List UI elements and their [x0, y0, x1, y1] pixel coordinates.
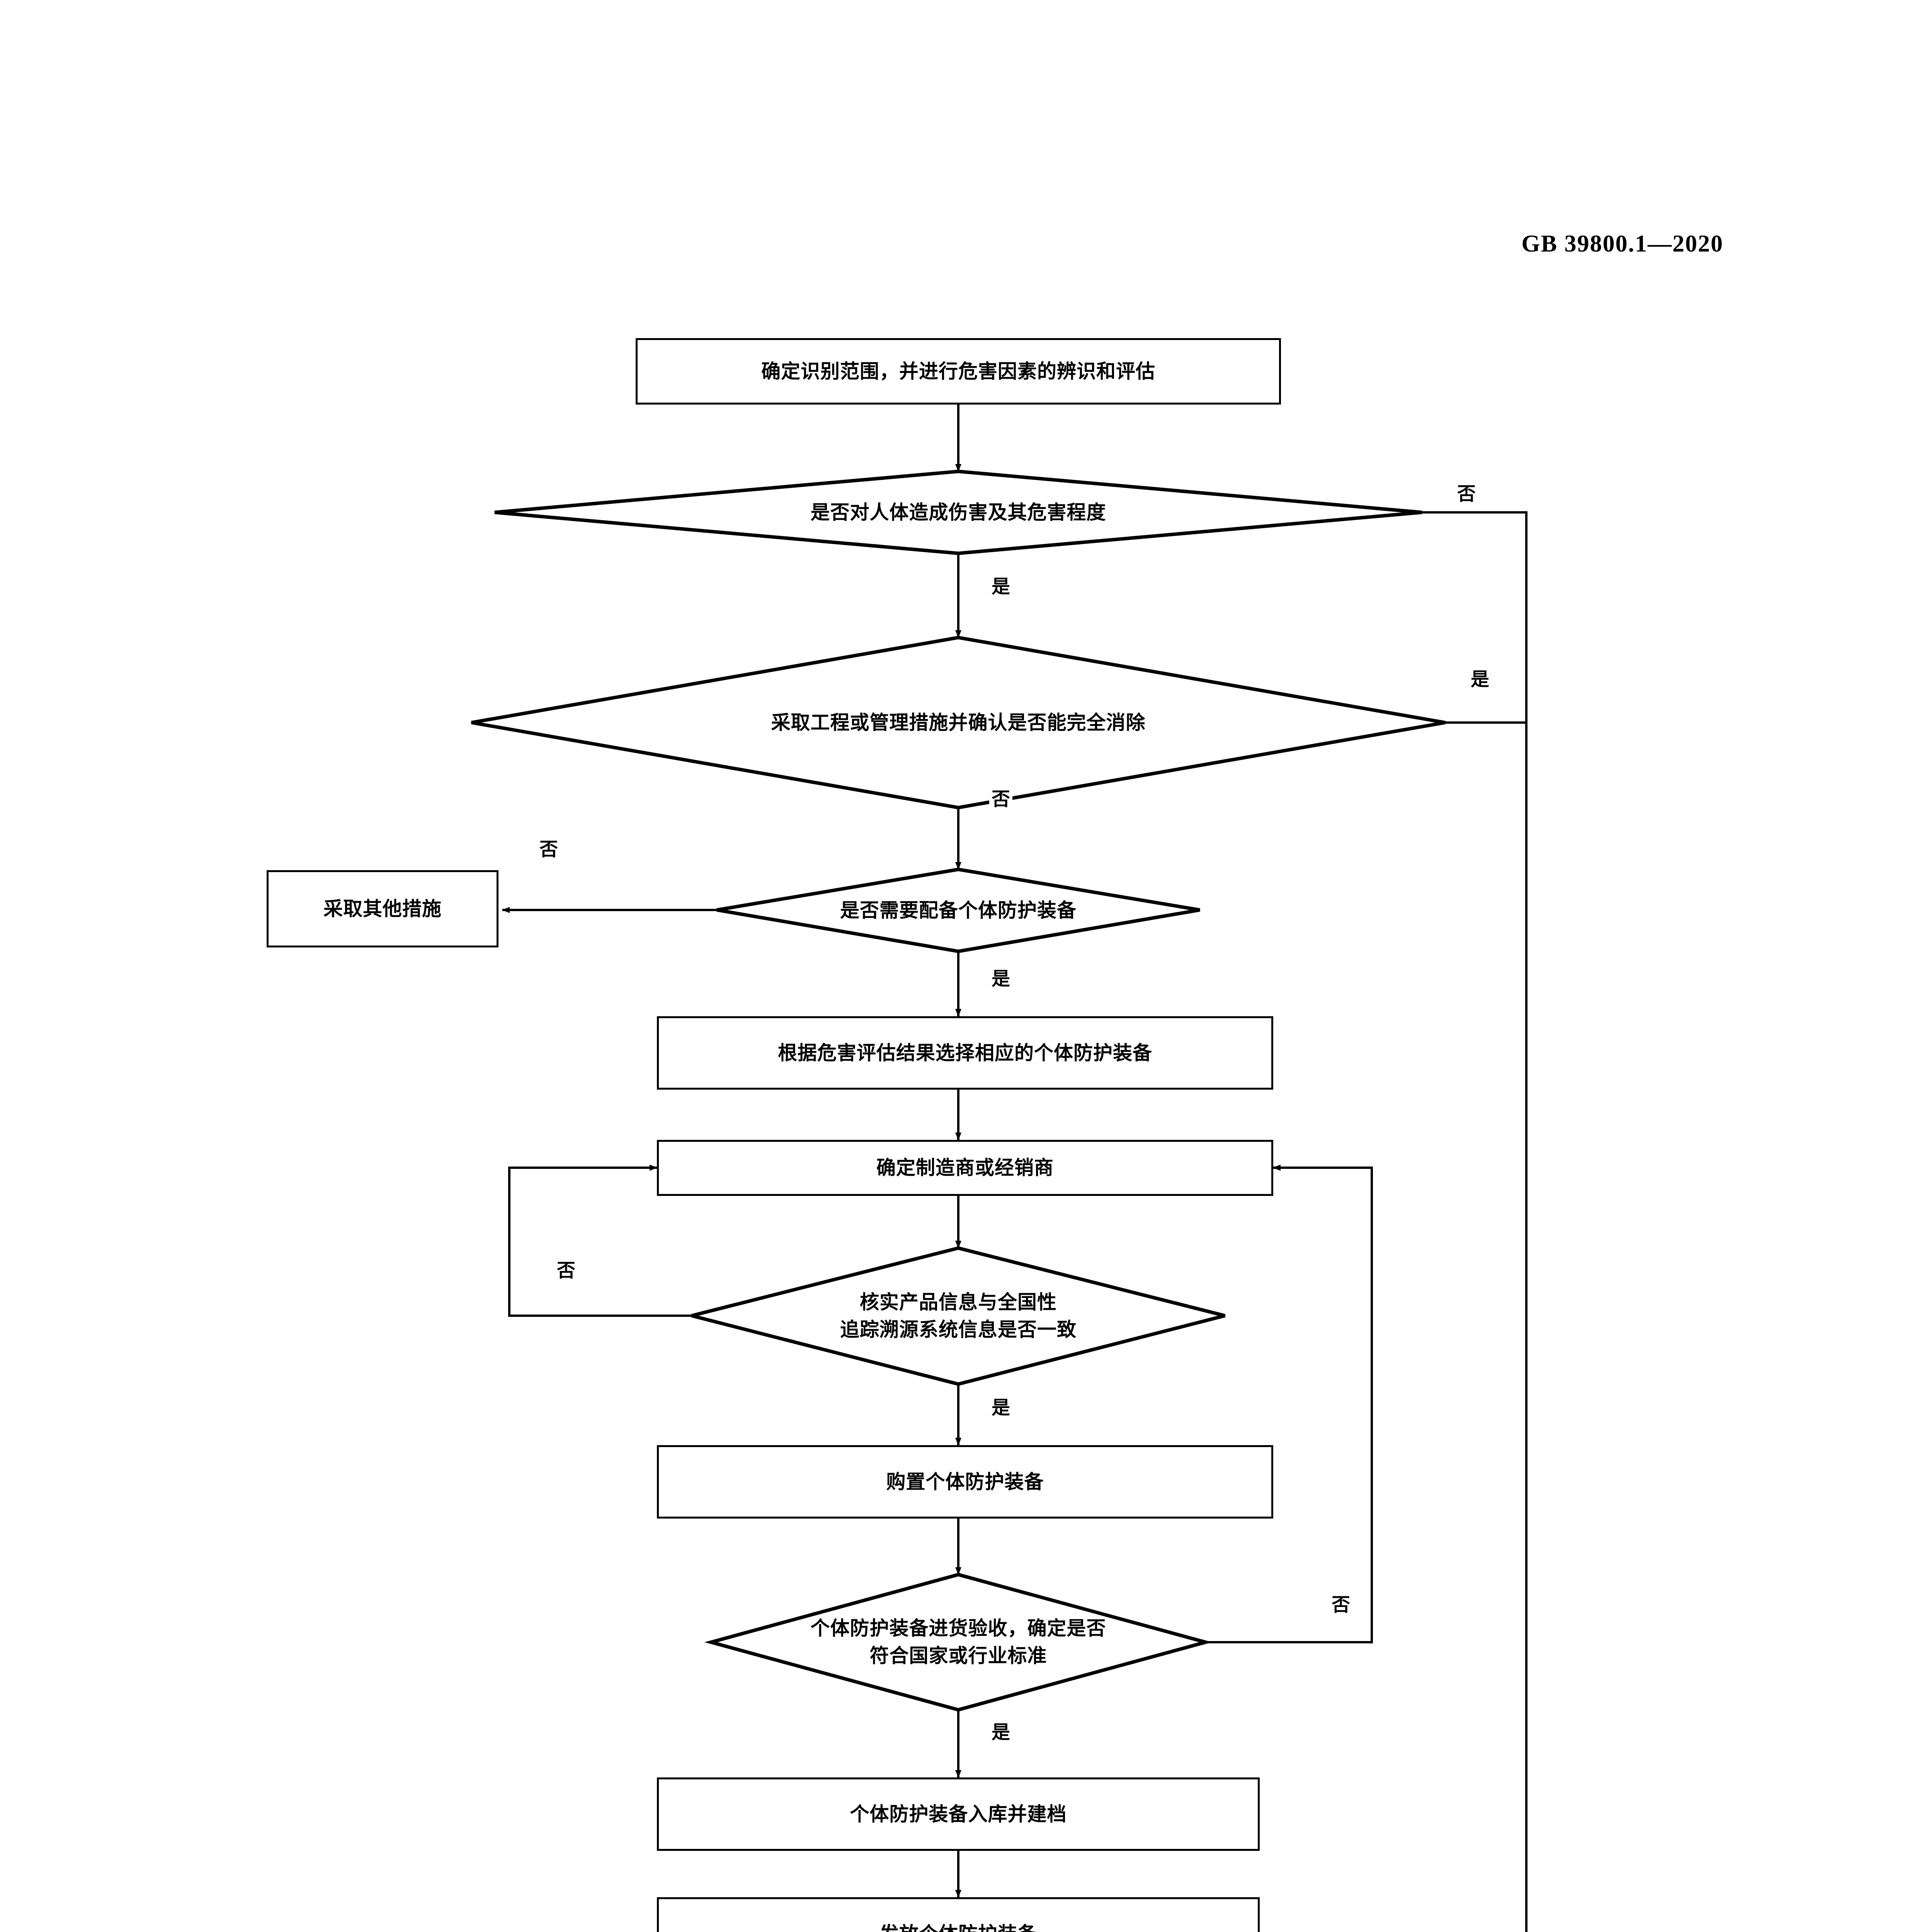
flow-node-label: 根据危害评估结果选择相应的个体防护装备	[778, 1042, 1152, 1064]
flow-node-identify-scope[interactable]: 确定识别范围，并进行危害因素的辨识和评估	[636, 338, 1281, 405]
flow-node-label: 购置个体防护装备	[886, 1471, 1044, 1493]
decision-shape-d2	[471, 636, 1446, 810]
edge-label-d2-yes: 是	[1468, 670, 1492, 689]
flow-node-label: 是否对人体造成伤害及其危害程度	[810, 501, 1106, 523]
edge-label-d5-yes: 是	[989, 1723, 1013, 1742]
decision-shape-d4	[691, 1246, 1226, 1386]
flow-node-label: 是否需要配备个体防护装备	[840, 899, 1077, 921]
flow-node-need-ppe[interactable]: 是否需要配备个体防护装备	[717, 869, 1200, 951]
flow-node-label: 采取其他措施	[323, 898, 442, 920]
flow-node-label: 采取工程或管理措施并确认是否能完全消除	[771, 711, 1146, 733]
decision-shape-d5	[704, 1573, 1213, 1712]
flow-node-select-ppe[interactable]: 根据危害评估结果选择相应的个体防护装备	[657, 1016, 1273, 1090]
flow-node-engineering-measures[interactable]: 采取工程或管理措施并确认是否能完全消除	[471, 638, 1445, 808]
flow-node-harm-assessment[interactable]: 是否对人体造成伤害及其危害程度	[495, 471, 1422, 553]
flow-node-other-measures[interactable]: 采取其他措施	[267, 870, 498, 947]
edge-label-d4-yes: 是	[989, 1399, 1013, 1417]
flow-node-label: 个体防护装备入库并建档	[850, 1803, 1067, 1825]
flow-node-determine-manufacturer[interactable]: 确定制造商或经销商	[657, 1140, 1273, 1196]
decision-shape-d3	[716, 867, 1200, 953]
document-header-standard-code: GB 39800.1—2020	[1521, 231, 1723, 257]
edge-label-d1-no: 否	[1455, 485, 1478, 503]
edge-label-d3-yes: 是	[989, 970, 1013, 988]
edge-label-d2-no: 否	[989, 790, 1013, 809]
flow-node-label: 核实产品信息与全国性 追踪溯源系统信息是否一致	[840, 1291, 1077, 1340]
flow-node-verify-traceability[interactable]: 核实产品信息与全国性 追踪溯源系统信息是否一致	[692, 1248, 1225, 1384]
edge-label-d5-no: 否	[1329, 1596, 1353, 1614]
flow-node-label: 确定制造商或经销商	[876, 1157, 1054, 1179]
flow-node-acceptance-inspection[interactable]: 个体防护装备进货验收，确定是否 符合国家或行业标准	[711, 1575, 1206, 1710]
edge-label-d4-no: 否	[555, 1262, 578, 1280]
flow-node-distribute-ppe[interactable]: 发放个体防护装备	[657, 1897, 1260, 1932]
edge-label-d1-yes: 是	[989, 578, 1013, 596]
decision-shape-d1	[494, 469, 1422, 555]
flow-node-label: 发放个体防护装备	[879, 1920, 1037, 1932]
edge-label-d3-no: 否	[537, 840, 561, 859]
flow-node-purchase-ppe[interactable]: 购置个体防护装备	[657, 1445, 1273, 1519]
flow-node-label: 个体防护装备进货验收，确定是否 符合国家或行业标准	[810, 1617, 1106, 1667]
flow-node-label: 确定识别范围，并进行危害因素的辨识和评估	[761, 360, 1155, 382]
flow-node-warehouse-archive[interactable]: 个体防护装备入库并建档	[657, 1777, 1260, 1851]
